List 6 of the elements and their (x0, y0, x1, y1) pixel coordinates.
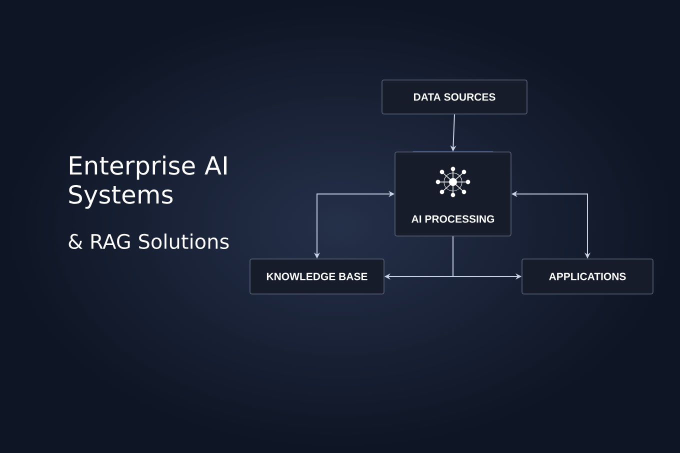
process-box: AI PROCESSING (394, 151, 512, 236)
knowledge-box: KNOWLEDGE BASE (250, 258, 384, 294)
source-box: DATA SOURCES (382, 80, 528, 114)
title: Enterprise AI Systems (69, 156, 226, 209)
output-box: APPLICATIONS (522, 258, 654, 294)
subtitle: & RAG Solutions (68, 234, 229, 250)
